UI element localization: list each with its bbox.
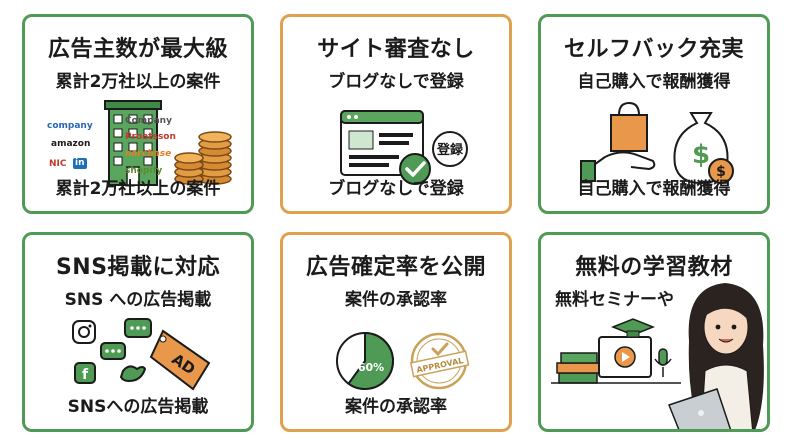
coin-stack-icon xyxy=(174,131,232,185)
card-subtitle: 案件の承認率 xyxy=(345,290,447,310)
coin-symbol: $ xyxy=(716,164,726,180)
ad-tag-icon: AD xyxy=(149,329,211,391)
svg-text:$: $ xyxy=(692,140,710,170)
twitter-bird-icon xyxy=(119,365,147,383)
logo-narchase: narchase xyxy=(125,149,172,159)
card-subtitle: SNS への広告掲載 xyxy=(64,290,212,310)
facebook-icon: f xyxy=(74,362,96,384)
shopping-bag-icon xyxy=(610,101,648,152)
card-title: セルフバック充実 xyxy=(563,37,744,62)
pie-chart: 60% xyxy=(336,331,394,390)
logos-right: Company Proatsson narchase shopify xyxy=(125,116,185,186)
logo-amazon: amazon xyxy=(51,139,91,149)
logo-shopify: shopify xyxy=(125,166,163,176)
browser-window-icon xyxy=(340,110,424,176)
card-selfback: セルフバック充実 自己購入で報酬獲得 $ $ 自己購入で報酬獲得 xyxy=(538,14,770,214)
card-footer: ブログなしで登録 xyxy=(328,179,464,199)
graduation-cap-icon xyxy=(610,318,656,338)
svg-text:f: f xyxy=(82,367,89,383)
hand-icon xyxy=(580,151,656,182)
card-footer: 案件の承認率 xyxy=(345,397,447,417)
chat-bubble-small-icon xyxy=(100,342,126,360)
card-sns: SNS掲載に対応 SNS への広告掲載 f AD SNSへの広告掲載 xyxy=(22,232,254,432)
card-advertisers: 広告主数が最大級 累計2万社以上の案件 xyxy=(22,14,254,214)
card-subtitle: 自己購入で報酬獲得 xyxy=(577,72,731,92)
logo-company: company xyxy=(47,121,93,131)
pie-approval-illustration: 60% APPROVAL xyxy=(336,331,470,390)
building-coins-illustration xyxy=(104,100,232,186)
coin-icon: $ xyxy=(708,158,734,184)
chat-bubble-icon xyxy=(124,318,152,338)
card-subtitle: 無料セミナーや xyxy=(555,290,674,310)
card-subtitle: 累計2万社以上の案件 xyxy=(55,72,221,92)
card-title: 広告確定率を公開 xyxy=(305,255,486,280)
woman-with-laptop-avatar xyxy=(668,283,764,429)
logo-nic: NIC xyxy=(49,159,67,169)
card-footer: 自己購入で報酬獲得 xyxy=(577,179,731,199)
logo-company-ms: Company xyxy=(125,116,172,126)
check-circle-icon xyxy=(399,153,431,185)
card-footer: 累計2万社以上の案件 xyxy=(55,179,221,199)
video-screen-icon xyxy=(598,336,652,378)
card-title: SNS掲載に対応 xyxy=(55,255,221,280)
pie-label: 60% xyxy=(358,361,384,374)
instagram-icon xyxy=(72,320,96,344)
card-footer: SNSへの広告掲載 xyxy=(67,397,209,417)
logo-proatsson: Proatsson xyxy=(125,132,176,142)
stamp-icon xyxy=(432,131,468,167)
sns-illustration: f AD xyxy=(72,318,211,391)
browser-check-illustration: 登録 xyxy=(340,110,468,185)
card-subtitle: ブログなしで登録 xyxy=(328,72,464,92)
approval-stamp-icon: APPROVAL xyxy=(409,332,470,390)
learning-illustration xyxy=(551,283,764,429)
building-icon xyxy=(104,100,162,186)
logos-left: company amazon NIC in xyxy=(47,121,107,191)
laptop-icon xyxy=(668,388,732,429)
book-stack-icon xyxy=(556,352,600,384)
card-title: サイト審査なし xyxy=(317,37,475,62)
card-title: 広告主数が最大級 xyxy=(47,37,228,62)
microphone-icon xyxy=(654,348,672,377)
stamp-text: 登録 xyxy=(436,142,464,158)
pie-slice-approved xyxy=(347,331,394,390)
card-title: 無料の学習教材 xyxy=(575,255,733,280)
card-approval-rate: 広告確定率を公開 案件の承認率 60% APPROVAL 案件の承認率 xyxy=(280,232,512,432)
card-no-review: サイト審査なし ブログなしで登録 登録 ブログなしで登録 xyxy=(280,14,512,214)
card-learning: 無料の学習教材 無料セミナーや xyxy=(538,232,770,432)
logo-linkedin: in xyxy=(73,158,87,169)
shopping-money-illustration: $ $ xyxy=(580,101,734,185)
